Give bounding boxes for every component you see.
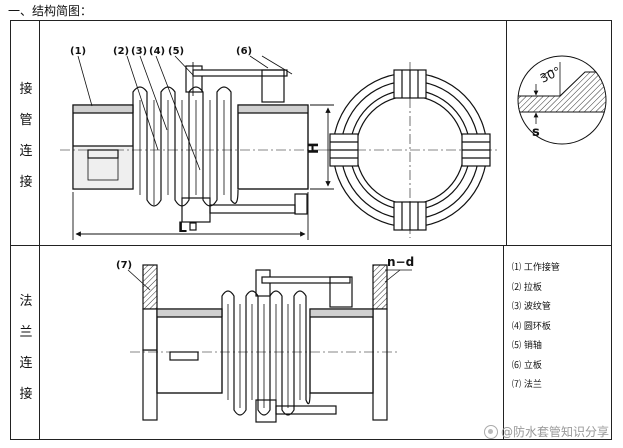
standing-plate — [261, 69, 285, 103]
callout-5: (5) — [168, 46, 184, 57]
legend-item: ⑵ 拉板 — [512, 282, 542, 293]
right-pipe — [237, 104, 309, 190]
detail-divider — [506, 20, 508, 245]
flange-joint-side-view — [127, 264, 412, 423]
label-char: 接 — [19, 387, 33, 402]
thickness-label: s — [532, 125, 540, 140]
angle-label: 30° — [538, 64, 563, 86]
flange-bellows-convolutions — [221, 290, 311, 416]
length-dimension — [72, 192, 309, 240]
callout-3: (3) — [131, 46, 147, 57]
label-char: 法 — [19, 294, 33, 309]
right-flange — [372, 264, 388, 310]
flange-holes-label: n−d — [387, 255, 414, 269]
joint-end-view — [320, 62, 500, 238]
label-char: 连 — [19, 356, 33, 371]
flange-connection-label: 法 兰 连 接 — [18, 290, 34, 414]
legend-item: ⑹ 立板 — [512, 360, 542, 371]
tie-rod — [192, 69, 288, 77]
label-char: 接 — [19, 82, 33, 97]
callout-2: (2) — [113, 46, 129, 57]
label-char: 管 — [19, 113, 33, 128]
legend-item: ⑷ 圆环板 — [512, 321, 551, 332]
bellows-convolutions — [132, 86, 239, 207]
legend-item: ⑴ 工作接管 — [512, 263, 560, 273]
lower-tie-plate — [181, 197, 211, 223]
left-flange-pipe — [156, 308, 223, 394]
left-flange — [142, 264, 158, 310]
label-char: 连 — [19, 144, 33, 159]
label-column-divider — [39, 20, 41, 440]
pipe-joint-side-view — [60, 55, 320, 231]
callout-6: (6) — [236, 46, 252, 57]
callout-4: (4) — [149, 46, 165, 57]
height-dimension — [310, 104, 334, 190]
pipe-connection-label: 接 管 连 接 — [18, 78, 34, 202]
callout-1: (1) — [70, 46, 86, 57]
legend-item: ⑶ 波纹管 — [512, 302, 551, 312]
right-flange-pipe — [309, 308, 374, 394]
page-heading: 一、结构简图： — [8, 4, 93, 18]
lower-tie-rod — [209, 204, 296, 214]
watermark-logo-icon — [483, 424, 498, 439]
label-char: 兰 — [19, 325, 33, 340]
watermark-text: @防水套管知识分享 — [500, 425, 609, 439]
legend-divider — [503, 245, 505, 440]
tie-plate — [185, 65, 203, 93]
watermark: @防水套管知识分享 — [483, 423, 609, 440]
row-divider — [10, 245, 612, 247]
legend-item: ⑸ 销轴 — [512, 341, 542, 351]
callout-7: (7) — [116, 260, 132, 271]
weld-detail — [517, 55, 607, 145]
legend-item: ⑺ 法兰 — [512, 380, 542, 390]
parts-legend: ⑴ 工作接管 ⑵ 拉板 ⑶ 波纹管 ⑷ 圆环板 ⑸ 销轴 ⑹ 立板 ⑺ 法兰 — [512, 260, 560, 397]
drawing-frame — [10, 20, 612, 440]
length-label: L — [178, 220, 187, 236]
height-label: H — [306, 142, 322, 154]
label-char: 接 — [19, 175, 33, 190]
